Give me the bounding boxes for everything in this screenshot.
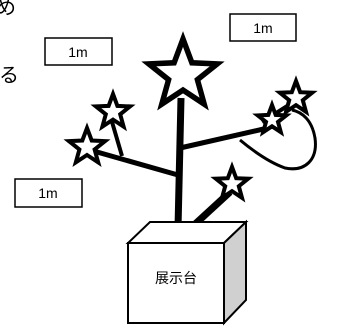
star-low-right-icon	[210, 161, 254, 203]
label-upper-left-text: 1m	[68, 44, 87, 60]
label-box-upper-left: 1m	[44, 37, 113, 66]
branch-right	[179, 125, 269, 151]
stand-front-face	[127, 242, 225, 324]
cropped-left-glyph: る	[0, 63, 19, 87]
star-top-icon	[141, 31, 225, 111]
cropped-top-glyph: め	[0, 0, 16, 19]
star-left-lower-icon	[63, 122, 111, 168]
label-box-lower-left: 1m	[14, 178, 83, 208]
stand-label: 展示台	[155, 271, 197, 287]
label-box-top-right: 1m	[229, 13, 297, 42]
trunk	[174, 97, 185, 229]
star-right-lower-icon	[252, 99, 292, 137]
stars	[63, 31, 318, 203]
star-left-upper-icon	[90, 88, 136, 132]
branch-left	[89, 147, 179, 178]
label-top-right-text: 1m	[253, 20, 272, 36]
display-stand: 展示台	[125, 219, 249, 326]
star-right-upper-icon	[274, 75, 318, 117]
label-lower-left-text: 1m	[38, 185, 57, 201]
curly-branch	[239, 108, 317, 171]
